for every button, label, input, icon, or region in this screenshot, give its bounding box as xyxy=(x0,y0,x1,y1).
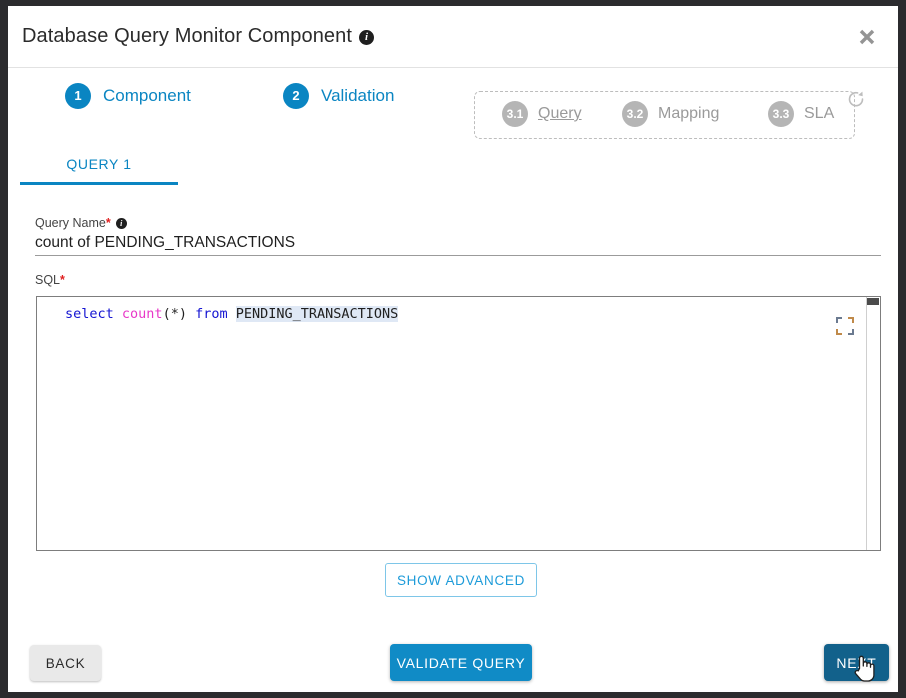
sql-token-keyword: from xyxy=(195,306,228,322)
substep-query[interactable]: 3.1 Query xyxy=(502,101,582,127)
substep-sla[interactable]: 3.3 SLA xyxy=(768,101,834,127)
sql-token-punctuation: (*) xyxy=(162,306,187,322)
fullscreen-expand-icon[interactable] xyxy=(836,317,854,335)
query-name-label-text: Query Name xyxy=(35,216,106,230)
sql-token-space xyxy=(114,306,122,322)
query-name-input[interactable] xyxy=(35,230,881,256)
database-query-monitor-dialog: Database Query Monitor Component i 1 Comp… xyxy=(8,6,898,692)
page-title: Database Query Monitor Component i xyxy=(22,25,375,48)
info-icon[interactable]: i xyxy=(359,30,375,45)
step-label: Component xyxy=(103,86,191,105)
dialog-header: Database Query Monitor Component i xyxy=(8,6,898,68)
next-button[interactable]: NEXT xyxy=(824,644,889,681)
substep-number: 3.3 xyxy=(768,101,794,127)
validate-query-button[interactable]: VALIDATE QUERY xyxy=(390,644,532,681)
sql-editor[interactable]: select count(*) from PENDING_TRANSACTION… xyxy=(36,296,881,551)
step-number: 1 xyxy=(65,83,91,109)
substep-label: Query xyxy=(538,105,582,122)
show-advanced-button[interactable]: SHOW ADVANCED xyxy=(385,563,537,597)
wizard-stepper: 1 Component 2 Validation xyxy=(8,68,898,130)
sql-token-space xyxy=(228,306,236,322)
refresh-icon[interactable] xyxy=(846,89,866,109)
sql-vertical-scrollbar[interactable] xyxy=(866,297,880,550)
tab-query-1[interactable]: QUERY 1 xyxy=(20,149,178,185)
sql-token-keyword: select xyxy=(65,306,114,322)
sql-code-line: select count(*) from PENDING_TRANSACTION… xyxy=(65,306,399,323)
substep-group: 3.1 Query 3.2 Mapping 3.3 SLA xyxy=(474,91,855,139)
substep-mapping[interactable]: 3.2 Mapping xyxy=(622,101,719,127)
back-button[interactable]: BACK xyxy=(30,645,101,681)
step-number: 2 xyxy=(283,83,309,109)
step-label: Validation xyxy=(321,86,395,105)
step-validation[interactable]: 2 Validation xyxy=(283,83,394,109)
sql-token-identifier: PENDING_TRANSACTIONS xyxy=(235,306,399,322)
step-component[interactable]: 1 Component xyxy=(65,83,191,109)
substep-label: Mapping xyxy=(658,105,720,122)
required-marker: * xyxy=(105,216,111,230)
substep-label: SLA xyxy=(804,105,835,122)
sql-token-space xyxy=(187,306,195,322)
dialog-title-text: Database Query Monitor Component xyxy=(22,25,353,47)
scrollbar-thumb[interactable] xyxy=(867,298,879,305)
sql-label-text: SQL xyxy=(35,273,61,287)
close-icon[interactable] xyxy=(852,22,882,52)
info-icon[interactable]: i xyxy=(115,218,127,229)
required-marker: * xyxy=(60,273,65,287)
substep-number: 3.2 xyxy=(622,101,648,127)
sql-label: SQL* xyxy=(35,273,65,287)
sql-token-function: count xyxy=(121,306,163,322)
query-name-label: Query Name* i xyxy=(35,216,127,230)
query-tabs: QUERY 1 xyxy=(20,149,880,185)
substep-number: 3.1 xyxy=(502,101,528,127)
